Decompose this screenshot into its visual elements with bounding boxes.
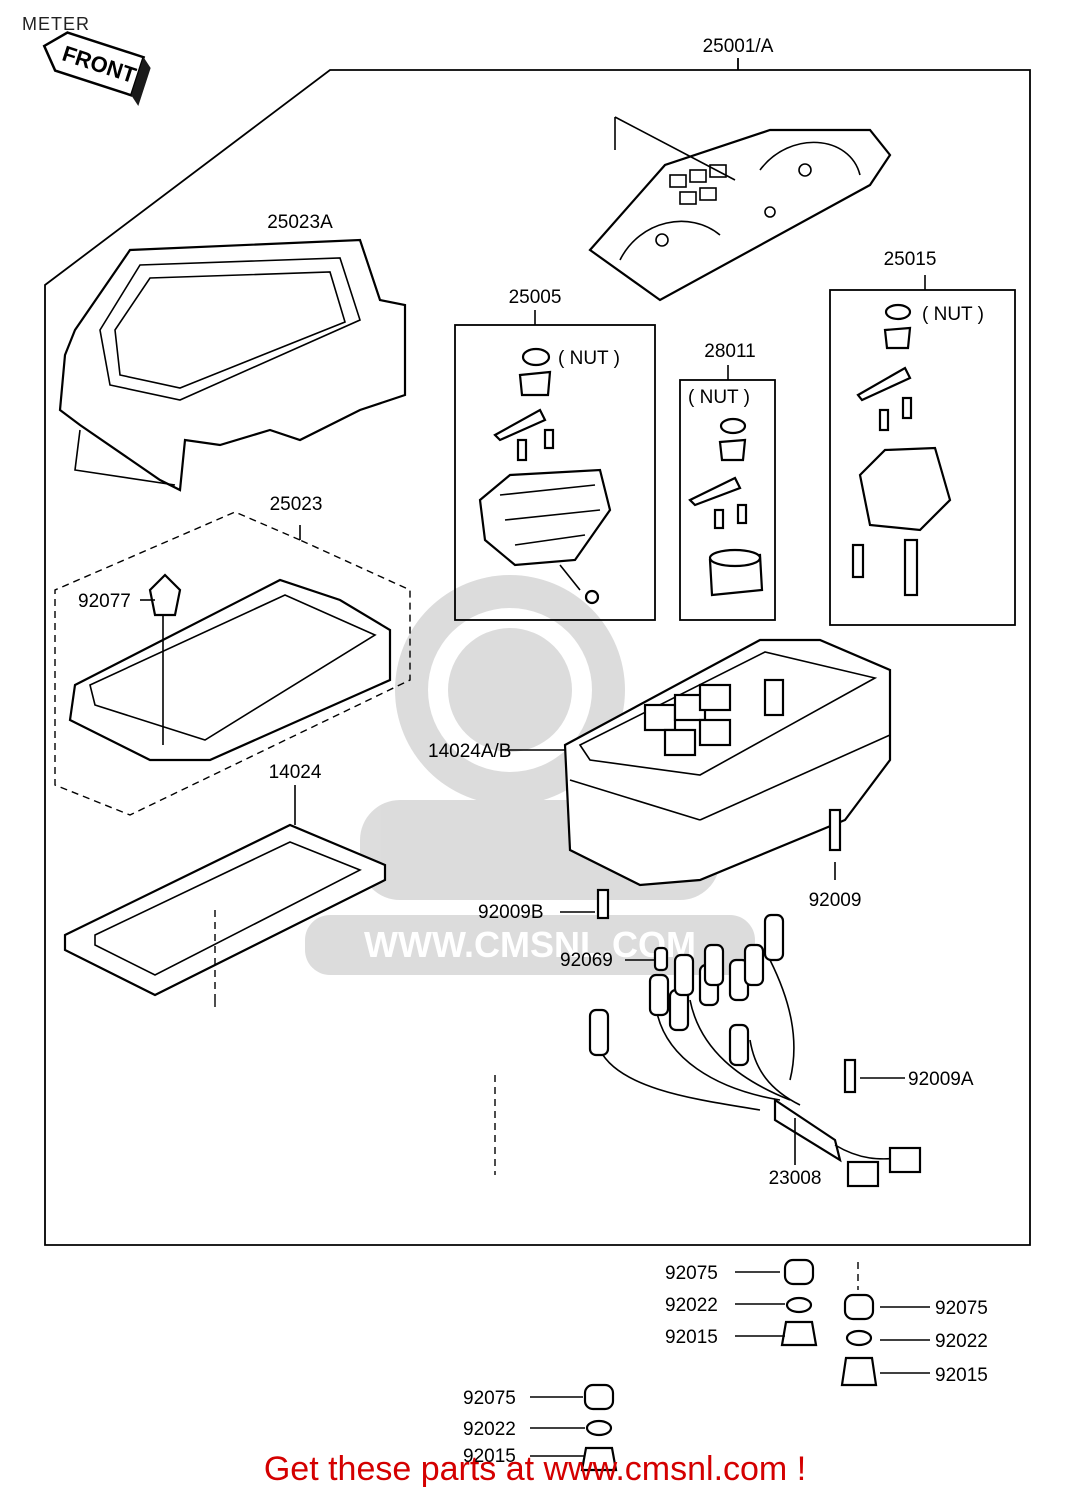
callout-25015: 25015 — [884, 249, 937, 270]
tachometer-box — [679, 365, 776, 621]
leader-lines — [140, 525, 930, 1457]
lower-meter-cover — [54, 511, 411, 816]
speedometer-box — [454, 310, 656, 621]
wiring-harness — [588, 913, 922, 1188]
callout-25023: 25023 — [270, 494, 323, 515]
callout-92022c: 92022 — [463, 1419, 516, 1440]
watermark-url: WWW.CMSNL.COM — [364, 924, 696, 965]
callout-92075a: 92075 — [665, 1263, 718, 1284]
nut-label-28011: ( NUT ) — [688, 387, 750, 408]
callout-92077: 92077 — [78, 591, 131, 612]
callout-92075b: 92075 — [935, 1298, 988, 1319]
callout-92022b: 92022 — [935, 1331, 988, 1352]
callout-92009B: 92009B — [478, 902, 544, 923]
nut-label-25015: ( NUT ) — [922, 304, 984, 325]
callout-23008: 23008 — [769, 1168, 822, 1189]
upper-meter-cover — [58, 238, 407, 492]
assembly-frame — [44, 58, 1031, 1246]
meter-face-panel — [588, 116, 892, 302]
callout-25005: 25005 — [509, 287, 562, 308]
footer-link[interactable]: Get these parts at www.cmsnl.com ! — [263, 1450, 807, 1488]
callout-92075c: 92075 — [463, 1388, 516, 1409]
callout-92009: 92009 — [809, 890, 862, 911]
callout-92015b: 92015 — [935, 1365, 988, 1386]
callout-14024AB: 14024A/B — [428, 741, 511, 762]
grommet-set-a — [780, 1258, 818, 1347]
callout-92069: 92069 — [560, 950, 613, 971]
grommet-set-b — [840, 1262, 878, 1387]
fuel-gauge-box — [829, 275, 1016, 626]
callout-25001A: 25001/A — [703, 36, 774, 57]
callout-92015c: 92015 — [463, 1446, 516, 1467]
front-arrow-icon: FRONT — [42, 31, 151, 106]
nut-label-25005: ( NUT ) — [558, 348, 620, 369]
callout-28011: 28011 — [704, 341, 755, 362]
meter-case — [563, 638, 892, 920]
meter-gasket — [63, 823, 387, 1000]
callout-25023A: 25023A — [267, 212, 333, 233]
grommet-set-c — [580, 1383, 618, 1472]
page-title: METER — [22, 14, 90, 34]
callout-92015a: 92015 — [665, 1327, 718, 1348]
callout-14024: 14024 — [269, 762, 322, 783]
callout-92022a: 92022 — [665, 1295, 718, 1316]
callout-92009A: 92009A — [908, 1069, 974, 1090]
